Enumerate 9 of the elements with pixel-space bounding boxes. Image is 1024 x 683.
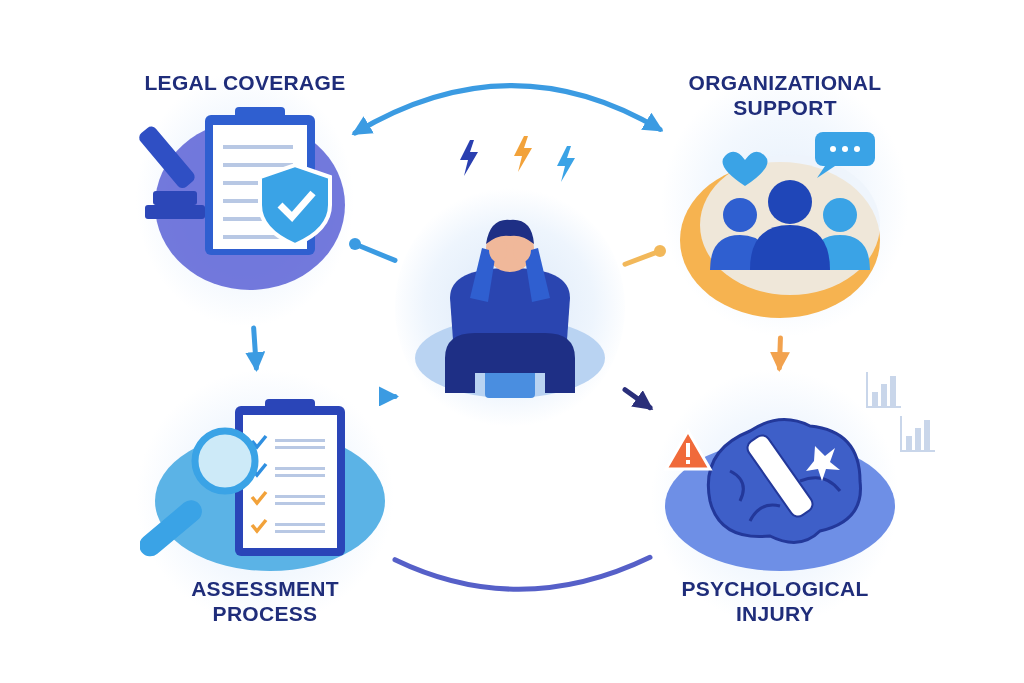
topic-title: PSYCHOLOGICAL INJURY <box>680 575 870 626</box>
topic-title: ASSESSMENT PROCESS <box>190 575 340 626</box>
topic-title: LEGAL COVERAGE <box>144 70 346 96</box>
connector-arrow <box>769 335 790 372</box>
connector-arrow <box>351 83 664 136</box>
connector-arrow <box>245 325 266 372</box>
connector-arrow <box>622 387 654 411</box>
connector-arrow <box>379 386 399 406</box>
topic-title: ORGANIZATIONAL SUPPORT <box>687 70 883 121</box>
